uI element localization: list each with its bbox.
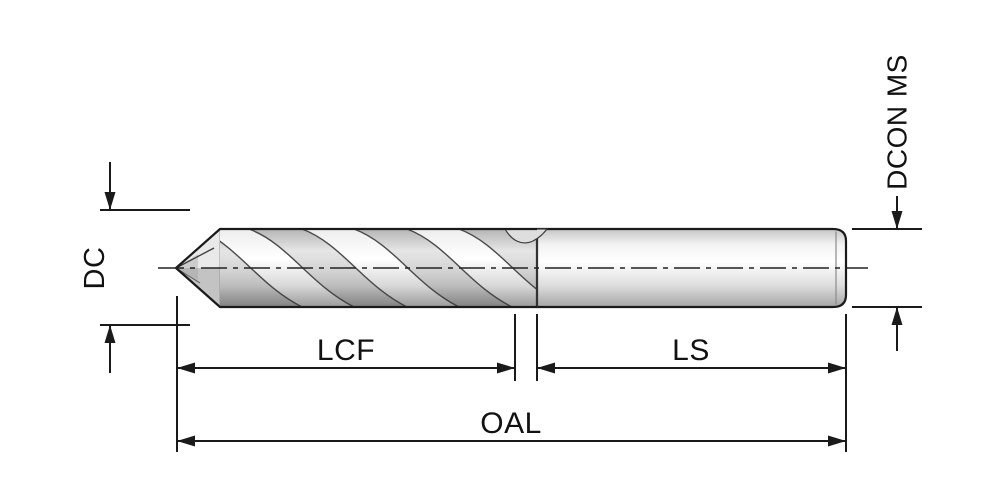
point-lip-edge <box>175 247 215 269</box>
dimension-dc: DC <box>79 162 190 373</box>
arrowhead-up <box>104 325 116 343</box>
dimension-ls: LS <box>536 314 847 452</box>
dimension-oal: OAL <box>177 407 846 447</box>
helix-edge <box>458 228 537 291</box>
ls-label: LS <box>672 334 710 367</box>
lcf-label: LCF <box>317 334 375 367</box>
arrowhead-left <box>177 435 195 447</box>
point-chisel-shadow <box>176 254 198 281</box>
arrowhead-right <box>828 435 846 447</box>
arrowhead-left <box>537 362 555 374</box>
dc-label: DC <box>79 247 111 290</box>
flute-runout <box>503 228 549 244</box>
arrowhead-down <box>104 192 116 210</box>
arrowhead-down <box>891 211 903 229</box>
flute-bottom-shading <box>220 286 537 307</box>
dimension-dcon-ms: DCON MS <box>852 54 922 351</box>
arrowhead-left <box>177 362 195 374</box>
drill-bit-drawing <box>158 227 868 309</box>
oal-label: OAL <box>480 407 542 440</box>
arrowhead-up <box>891 307 903 325</box>
dcon-ms-label: DCON MS <box>882 54 913 190</box>
dimension-lcf: LCF <box>176 296 516 452</box>
arrowhead-right <box>497 362 515 374</box>
arrowhead-right <box>828 362 846 374</box>
